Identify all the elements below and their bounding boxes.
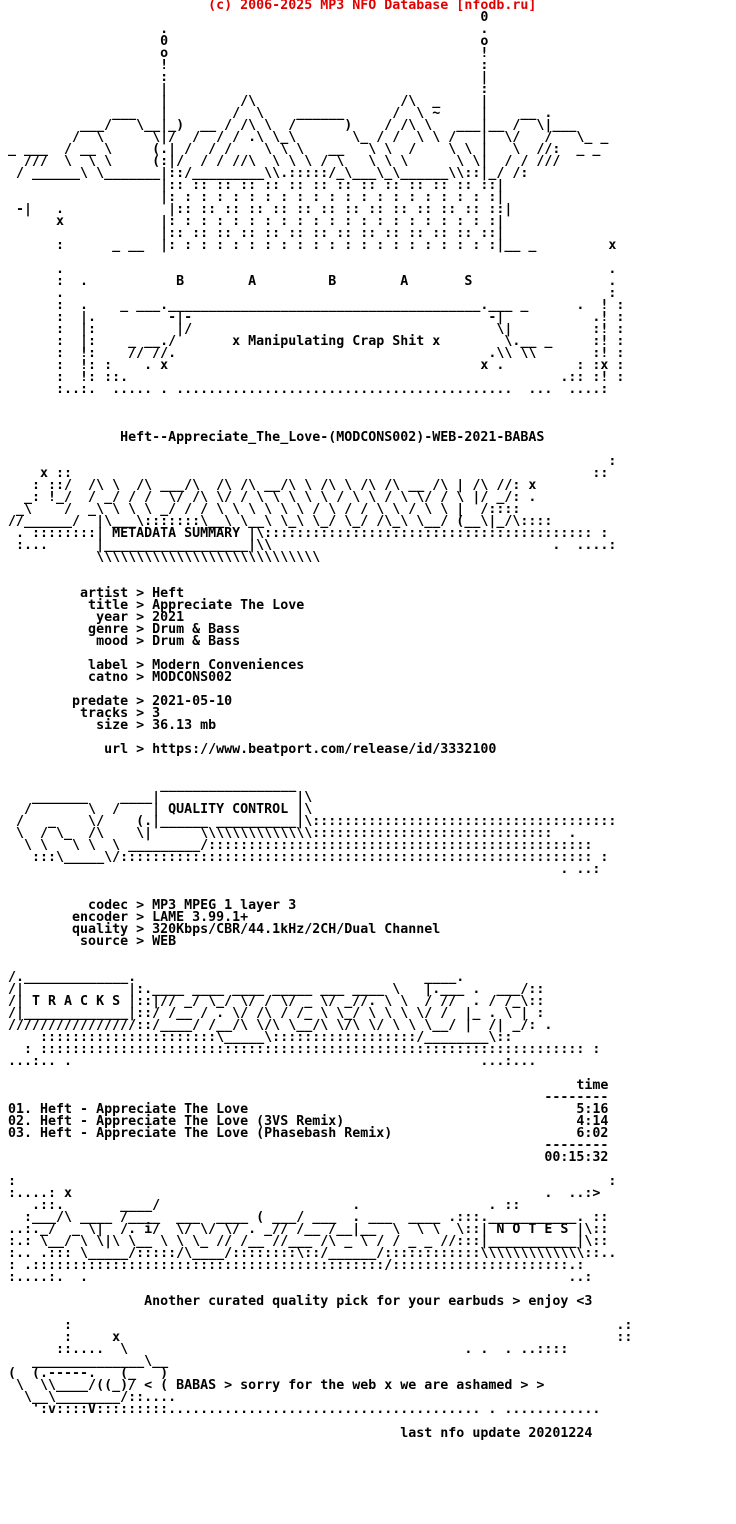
tracks-header-art: /._____________. ____. /| |:.____ ____ _… bbox=[8, 970, 601, 1069]
notes-caption: Another curated quality pick for your ea… bbox=[144, 1294, 593, 1309]
last-nfo-update: last nfo update 20201224 bbox=[400, 1426, 593, 1441]
metadata-fields: artist > Heft title > Appreciate The Lov… bbox=[72, 586, 497, 757]
quality-control-art: _________________ _______ ____| |\ / \ /… bbox=[16, 778, 617, 877]
metadata-summary-art: : x :: :: : ::/ /\ \ /\ ___/\ /\ /\ __/\… bbox=[8, 454, 617, 565]
tracklist-table: time -------- 01. Heft - Appreciate The … bbox=[8, 1078, 609, 1165]
copyright-header: (c) 2006-2025 MP3 NFO Database [nfodb.ru… bbox=[0, 0, 537, 13]
quality-fields: codec > MP3 MPEG 1 layer 3 encoder > LAM… bbox=[72, 898, 441, 949]
notes-header-art: : : :....: x . ..:> .::. ____/ . bbox=[8, 1174, 617, 1285]
ascii-logo-babas: 0 . . 0 o o ! bbox=[8, 10, 625, 397]
release-name: Heft--Appreciate_The_Love-(MODCONS002)-W… bbox=[120, 430, 545, 445]
footer-mascot-art: : .: : x :: ::.... \ bbox=[8, 1318, 633, 1417]
